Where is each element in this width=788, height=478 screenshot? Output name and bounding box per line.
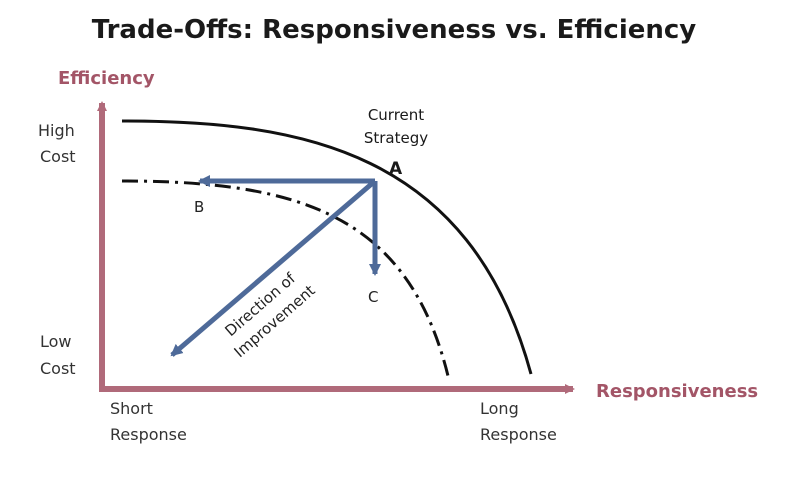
- x-short-label-line1: Short: [110, 399, 153, 418]
- current-strategy-line2: Strategy: [364, 129, 428, 147]
- current-strategy-line1: Current: [368, 106, 424, 124]
- current-frontier-curve: [121, 119, 533, 375]
- point-a-label: A: [389, 159, 403, 179]
- x-short-label-line2: Response: [110, 425, 187, 444]
- x-axis-title: Responsiveness: [596, 381, 758, 402]
- diagram-title: Trade-Offs: Responsiveness vs. Efficienc…: [92, 15, 697, 45]
- y-low-label-line2: Cost: [40, 359, 76, 378]
- y-high-label-line2: Cost: [40, 147, 76, 166]
- x-long-label-line2: Response: [480, 425, 557, 444]
- point-c-label: C: [368, 288, 378, 306]
- arrow-direction-of-improvement: [170, 179, 377, 357]
- y-axis-title: Efficiency: [58, 68, 155, 89]
- direction-of-improvement-label: Direction of Improvement: [221, 269, 318, 361]
- y-high-label-line1: High: [38, 121, 75, 140]
- x-long-label-line1: Long: [480, 399, 519, 418]
- point-b-label: B: [194, 198, 204, 216]
- improved-frontier-curve: [121, 179, 451, 381]
- y-low-label-line1: Low: [40, 332, 72, 351]
